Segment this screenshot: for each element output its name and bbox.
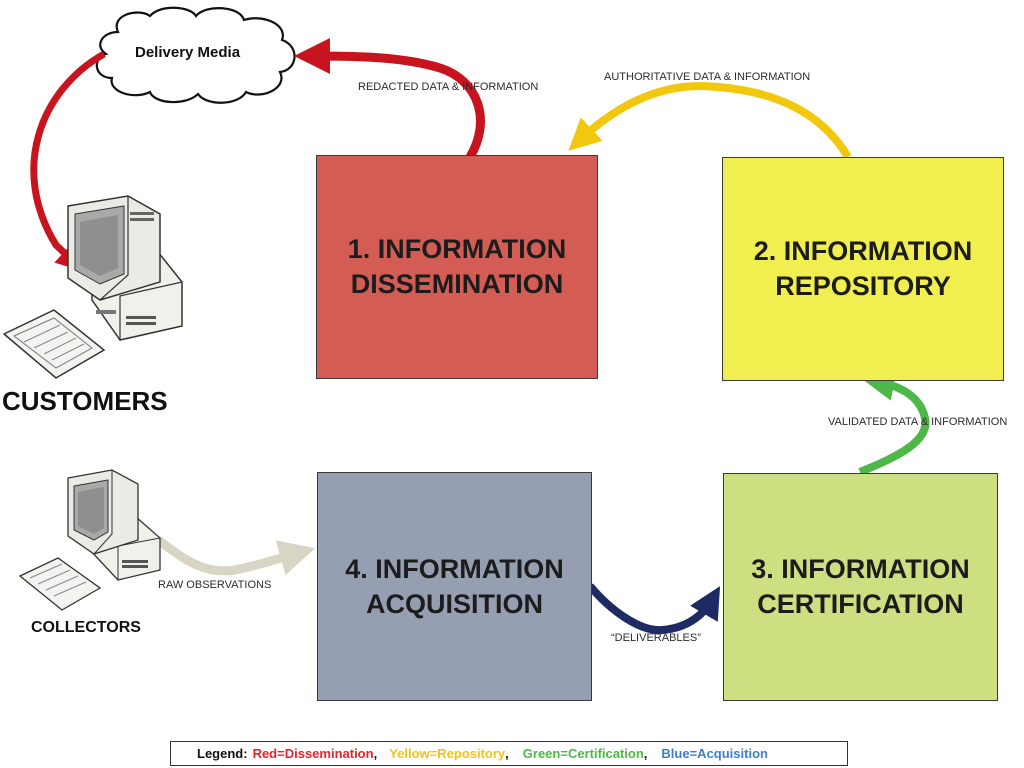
- information-acquisition-box: 4. INFORMATION ACQUISITION: [317, 472, 592, 701]
- redacted-arrow: [294, 38, 485, 160]
- deliverables-arrow: [586, 583, 721, 635]
- customers-label: CUSTOMERS: [2, 386, 168, 416]
- delivery-media-label: Delivery Media: [135, 44, 241, 61]
- legend-separator: ,: [373, 746, 378, 761]
- repository-title-line1: 2. INFORMATION: [753, 236, 973, 266]
- delivery-to-customers-arrow: [30, 50, 106, 272]
- legend-separator: ,: [505, 746, 509, 761]
- legend-title: Legend:: [197, 746, 248, 761]
- dissemination-title-line2: DISSEMINATION: [350, 269, 564, 299]
- legend-separator: ,: [643, 746, 648, 761]
- authoritative-arrow: [568, 81, 852, 160]
- validated-arrow: [858, 369, 930, 476]
- dissemination-title-line1: 1. INFORMATION: [347, 234, 567, 264]
- legend-item-blue: Blue=Acquisition: [661, 746, 768, 761]
- delivery-media-cloud: [95, 6, 296, 104]
- information-certification-box: 3. INFORMATION CERTIFICATION: [723, 473, 998, 701]
- information-repository-box: 2. INFORMATION REPOSITORY: [722, 157, 1004, 381]
- certification-title-line1: 3. INFORMATION: [751, 554, 970, 584]
- authoritative-flow-label: AUTHORITATIVE DATA & INFORMATION: [604, 71, 811, 83]
- validated-flow-label: VALIDATED DATA & INFORMATION: [828, 416, 1008, 428]
- acquisition-title-line1: 4. INFORMATION: [345, 553, 564, 584]
- redacted-flow-label: REDACTED DATA & INFORMATION: [358, 81, 539, 93]
- customers-computer-icon: [2, 195, 183, 379]
- acquisition-title-line2: ACQUISITION: [365, 588, 543, 619]
- collectors-computer-icon: [18, 469, 161, 611]
- raw-observations-arrow: [155, 536, 316, 576]
- repository-title-line2: REPOSITORY: [775, 271, 951, 301]
- deliverables-flow-label: “DELIVERABLES”: [611, 632, 701, 644]
- raw-observations-flow-label: RAW OBSERVATIONS: [158, 579, 272, 591]
- information-dissemination-box: 1. INFORMATION DISSEMINATION: [316, 155, 598, 379]
- legend-item-green: Green=Certification: [522, 746, 644, 761]
- certification-title-line2: CERTIFICATION: [757, 589, 964, 619]
- collectors-label: COLLECTORS: [31, 619, 141, 636]
- legend-item-red: Red=Dissemination: [252, 746, 374, 761]
- legend: Legend: Red=Dissemination, Yellow=Reposi…: [170, 741, 848, 766]
- legend-item-yellow: Yellow=Repository: [389, 746, 506, 761]
